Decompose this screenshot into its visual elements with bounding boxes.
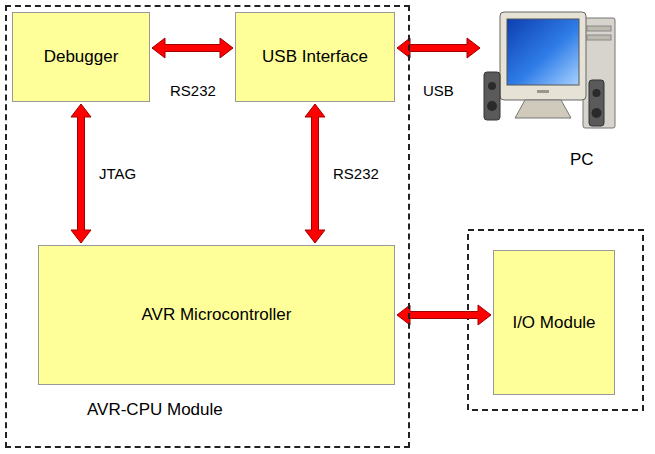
block-box: AVR Microcontroller — [38, 245, 395, 385]
double-arrow — [305, 104, 325, 243]
signal-label: JTAG — [97, 165, 138, 182]
block-box: I/O Module — [493, 250, 615, 395]
module-region — [468, 230, 643, 410]
signal-label: USB — [421, 82, 456, 99]
computer-label: PC — [570, 150, 594, 170]
pc-illustration — [484, 12, 615, 128]
block-label: Debugger — [44, 47, 119, 67]
double-arrow — [397, 305, 491, 325]
block-label: I/O Module — [512, 313, 595, 333]
block-label: AVR Microcontroller — [142, 305, 292, 325]
signal-label: RS232 — [331, 165, 381, 182]
module-region: AVR-CPU Module Debugger USB InterfaceAVR M… — [5, 5, 410, 448]
double-arrow — [152, 38, 233, 58]
signal-label: RS232 — [168, 82, 218, 99]
double-arrow — [71, 104, 91, 243]
module-label: AVR-CPU Module — [87, 400, 223, 420]
computer-node: PC — [482, 8, 622, 174]
block-box: USB Interface — [235, 12, 395, 102]
block-label: USB Interface — [262, 47, 368, 67]
block-box: Debugger — [12, 12, 150, 102]
